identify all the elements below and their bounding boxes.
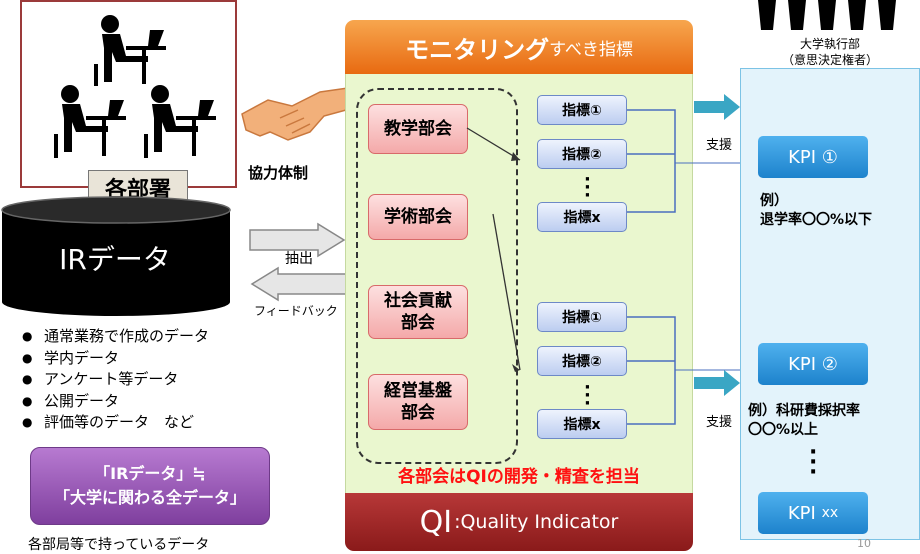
ir-data-list: 通常業務で作成のデータ 学内データ アンケート等データ 公開データ 評価等のデー… [22, 326, 209, 434]
ir-definition-box: 「IRデータ」≒ 「大学に関わる全データ」 [30, 447, 270, 525]
example-line: 例）科研費採択率 [748, 403, 860, 419]
support-arrow-icon [694, 94, 740, 120]
example-line: 〇〇%以上 [748, 422, 819, 438]
cooperation-label: 協力体制 [248, 164, 309, 182]
database-icon [1, 196, 231, 316]
page-number: 10 [857, 537, 871, 550]
departments-illustration [20, 0, 237, 188]
executive-title: 大学執行部 （意思決定権者） [740, 36, 920, 68]
kpi-xx-box: KPI xx [758, 492, 868, 534]
list-item: アンケート等データ [22, 369, 209, 391]
ir-caption: 各部局等で持っているデータ [28, 537, 210, 553]
indicator-2: 指標② [537, 346, 627, 376]
monitoring-title-strong: モニタリング [405, 35, 550, 64]
qi-title: QI [419, 504, 453, 540]
extract-arrow-icon [249, 222, 346, 258]
ellipsis-icon: ··· [809, 440, 818, 485]
indicator-1: 指標① [537, 95, 627, 125]
support-label: 支援 [706, 138, 733, 153]
kpi-label: KPI [788, 146, 817, 168]
committee-label-line: 経営基盤 [384, 381, 452, 401]
qi-subtitle: :Quality Indicator [454, 511, 619, 533]
ir-definition-line2: 「大学に関わる全データ」 [53, 488, 246, 507]
feedback-arrow-icon [250, 266, 347, 302]
kpi-number: xx [821, 505, 839, 521]
ir-data-label: IRデータ [59, 243, 171, 276]
committee-social-contribution: 社会貢献 部会 [368, 285, 468, 339]
example-line: 例） [760, 193, 788, 209]
executive-title-line2: （意思決定権者） [781, 53, 878, 67]
committee-label-line: 部会 [401, 403, 435, 423]
ellipsis-icon: ··· [584, 377, 591, 414]
list-item: 評価等のデータ など [22, 412, 209, 434]
data-flow-arrows [249, 222, 347, 302]
committee-academic-affairs: 教学部会 [368, 104, 468, 154]
list-item: 通常業務で作成のデータ [22, 326, 209, 348]
ellipsis-icon: ··· [584, 169, 591, 206]
indicator-x: 指標x [537, 202, 627, 232]
support-arrow-icon [694, 370, 740, 396]
indicator-x: 指標x [537, 409, 627, 439]
list-item: 学内データ [22, 348, 209, 370]
kpi-2-box: KPI ② [758, 343, 868, 385]
committee-label-line: 部会 [401, 313, 435, 333]
committee-research: 学術部会 [368, 194, 468, 240]
monitoring-header: モニタリングすべき指標 [345, 20, 693, 74]
extract-label: 抽出 [285, 251, 313, 267]
feedback-label: フィードバック [254, 304, 338, 318]
indicator-2: 指標② [537, 139, 627, 169]
qi-banner: QI:Quality Indicator [345, 493, 693, 551]
committee-role-note: 各部会はQIの開発・精査を担当 [398, 467, 640, 487]
committee-management: 経営基盤 部会 [368, 374, 468, 430]
list-item: 公開データ [22, 391, 209, 413]
example-line: 退学率〇〇%以下 [760, 212, 873, 228]
kpi-label: KPI [787, 502, 816, 524]
handshake-icon [241, 87, 349, 141]
committee-label-line: 社会貢献 [384, 291, 452, 311]
connector-lines [466, 109, 745, 425]
monitoring-title-weak: すべき指標 [549, 39, 633, 60]
support-label: 支援 [706, 415, 733, 430]
office-workers-icon [54, 15, 216, 158]
kpi-1-example: 例） 退学率〇〇%以下 [760, 192, 872, 230]
committee-group [356, 88, 518, 464]
kpi-2-example: 例）科研費採択率 〇〇%以上 [748, 402, 860, 440]
executive-title-line1: 大学執行部 [799, 37, 860, 51]
ir-definition-line1: 「IRデータ」≒ [94, 464, 206, 483]
kpi-number: ① [821, 146, 838, 168]
kpi-label: KPI [788, 353, 817, 375]
kpi-number: ② [821, 353, 838, 375]
indicator-1: 指標① [537, 302, 627, 332]
kpi-1-box: KPI ① [758, 136, 868, 178]
executives-icon [758, 0, 896, 30]
